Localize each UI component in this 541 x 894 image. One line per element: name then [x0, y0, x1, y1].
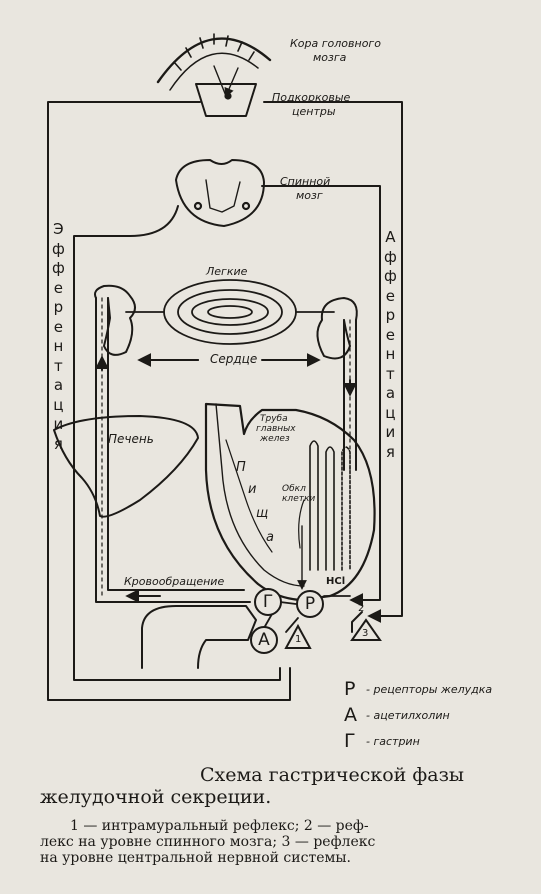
food-letter: и — [248, 482, 257, 497]
glands-label-line3: желез — [260, 434, 290, 444]
liver-icon — [53, 415, 199, 518]
efferent-letter: ф — [52, 259, 65, 277]
glands-label-line2: главных — [256, 424, 296, 434]
afferent-letter: я — [385, 442, 395, 461]
efferent-letter: а — [53, 376, 64, 394]
triangle-3-label: 3 — [362, 628, 369, 639]
afferent-letter: т — [386, 364, 395, 383]
afferentation-label: А ф ф е р е н т а ц и я — [384, 228, 397, 462]
cortex-label-line2: мозга — [313, 51, 347, 64]
spinal-label-line1: Спинной — [280, 175, 331, 188]
glands-label-line1: Труба — [260, 414, 288, 424]
legend: Р - рецепторы желудка А - ацетилхолин Г … — [344, 676, 492, 754]
triangle-3-icon — [350, 618, 382, 641]
legend-key: Р — [344, 678, 356, 700]
liver-label: Печень — [108, 432, 154, 446]
circle-acetylcholine — [250, 626, 278, 654]
subcortical-label-line1: Подкорковые — [272, 91, 351, 104]
circle-gastrin — [254, 588, 282, 616]
parietal-label-line1: Обкл — [282, 484, 306, 494]
number-2-label: 2 — [358, 603, 365, 614]
spinal-cord-icon — [175, 159, 265, 227]
parietal-label-line2: клетки — [282, 494, 316, 504]
heart-icon — [94, 284, 358, 360]
efferent-letter: и — [53, 415, 64, 433]
afferent-letter: а — [385, 384, 396, 402]
afferent-letter: е — [385, 325, 396, 344]
triangle-1-icon — [284, 623, 312, 649]
subcortical-centers-icon — [195, 65, 257, 117]
efferent-letter: ц — [53, 395, 64, 414]
circulation-loop — [95, 297, 357, 603]
caption-title: Схема гастрической фазы желудочной секре… — [40, 764, 510, 808]
efferent-letter: я — [53, 434, 63, 453]
caption-body-line3: на уровне центральной нервной системы. — [40, 850, 351, 866]
afferent-letter: е — [385, 286, 396, 305]
caption-body-line2: лекс на уровне спинного мозга; 3 — рефле… — [40, 834, 376, 850]
triangle-1-label: 1 — [295, 634, 302, 645]
intramural-reflex-links — [263, 595, 351, 633]
food-letter: П — [236, 460, 246, 475]
cortex-label-line1: Кора головного — [290, 37, 381, 50]
legend-row: Г - гастрин — [344, 728, 492, 754]
efferent-letter: т — [54, 356, 63, 375]
efferent-letter: е — [53, 278, 64, 297]
subcortical-label-line2: центры — [292, 105, 336, 118]
central-reflex-loop — [47, 101, 403, 701]
legend-row: Р - рецепторы желудка — [344, 676, 492, 702]
spinal-reflex-loop — [73, 185, 381, 681]
efferentation-label: Э ф ф е р е н т а ц и я — [52, 220, 65, 454]
stomach-icon — [141, 402, 376, 669]
spinal-label-line2: мозг — [296, 189, 323, 202]
legend-text: - ацетилхолин — [366, 708, 450, 722]
lungs-label: Легкие — [206, 265, 248, 278]
food-letter: щ — [256, 506, 269, 521]
lungs-icon — [125, 279, 335, 345]
legend-text: - рецепторы желудка — [366, 682, 493, 696]
caption-body-line1: 1 — интрамуральный рефлекс; 2 — реф- — [70, 818, 369, 834]
caption-body: 1 — интрамуральный рефлекс; 2 — реф- лек… — [40, 818, 510, 866]
efferent-letter: е — [53, 317, 64, 336]
food-letter: а — [266, 530, 274, 545]
afferent-letter: А — [385, 228, 396, 246]
efferent-letter: Э — [53, 220, 64, 238]
efferent-letter: н — [53, 337, 64, 355]
caption-title-line2: желудочной секреции. — [40, 786, 272, 808]
legend-key: Г — [344, 730, 356, 752]
legend-text: - гастрин — [366, 734, 420, 748]
cortex-icon — [156, 33, 272, 91]
afferent-letter: ц — [385, 403, 396, 422]
afferent-letter: и — [385, 423, 396, 441]
circle-a-label: А — [258, 630, 270, 650]
circle-g-label: Г — [262, 592, 274, 612]
afferent-letter: н — [385, 345, 396, 363]
efferent-letter: р — [53, 298, 64, 316]
afferent-letter: ф — [384, 247, 397, 266]
legend-row: А - ацетилхолин — [344, 702, 492, 728]
gastric-glands-icon — [297, 440, 351, 590]
afferent-letter: ф — [384, 267, 397, 285]
circle-r-label: Р — [304, 594, 316, 614]
circle-receptor — [296, 590, 324, 618]
heart-label: Сердце — [210, 352, 258, 366]
caption-title-line1: Схема гастрической фазы — [200, 764, 465, 786]
hcl-label: HCl — [326, 576, 346, 587]
efferent-letter: ф — [52, 239, 65, 258]
legend-key: А — [344, 704, 357, 726]
afferent-letter: р — [385, 306, 396, 324]
blood-circulation-label: Кровообращение — [124, 575, 225, 588]
